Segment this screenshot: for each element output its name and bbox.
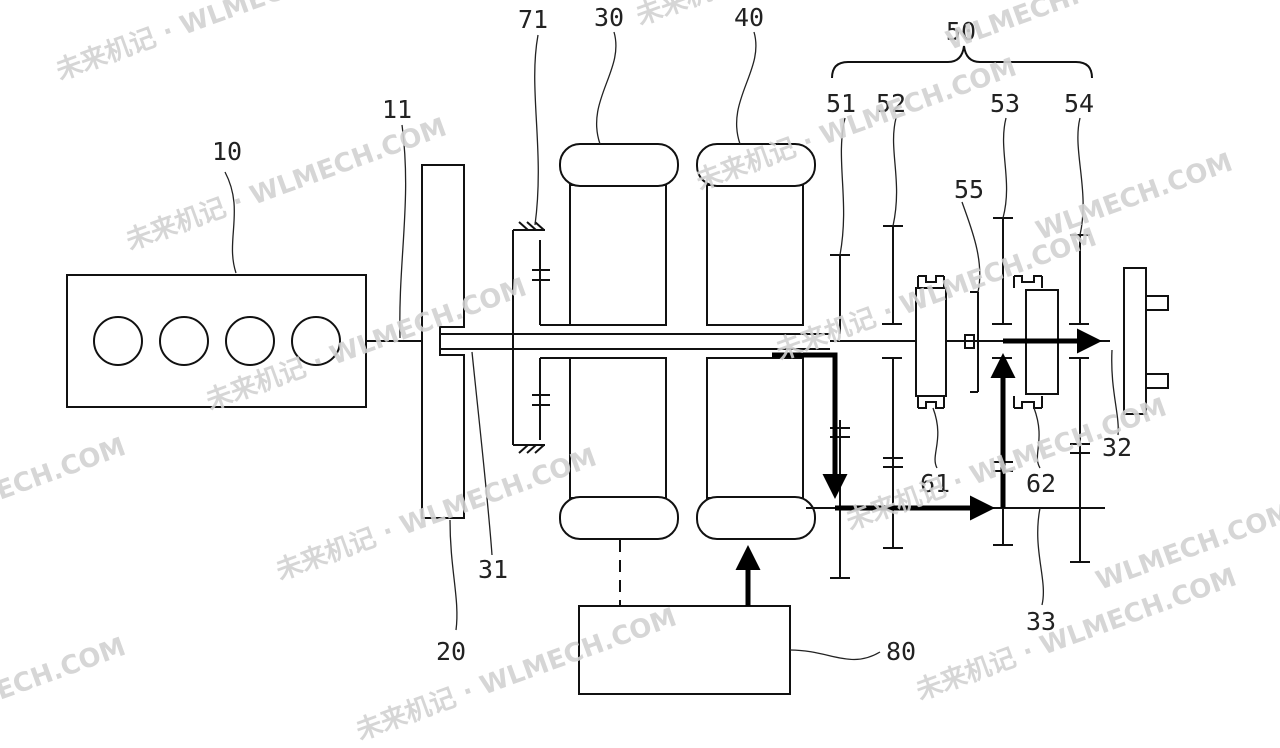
svg-text:未来机记 · WLMECH.COM: 未来机记 · WLMECH.COM <box>122 113 450 257</box>
gear-54 <box>1069 234 1090 563</box>
motor-40 <box>696 143 816 540</box>
leader-lines <box>224 31 1119 661</box>
synchronizer-61 <box>915 275 947 409</box>
brake <box>512 221 570 454</box>
svg-text:WLMECH.COM: WLMECH.COM <box>942 0 1146 57</box>
label-motor-40: 40 <box>734 3 764 32</box>
gearset-brace <box>831 45 1093 79</box>
label-gear-52: 52 <box>876 89 906 118</box>
svg-text:ECH.COM: ECH.COM <box>0 432 130 507</box>
svg-text:未来机记 · WLMECH.COM: 未来机记 · WLMECH.COM <box>52 0 380 87</box>
label-damper: 20 <box>436 637 466 666</box>
label-controller: 80 <box>886 637 916 666</box>
label-output-shaft: 32 <box>1102 433 1132 462</box>
output-flange <box>1123 267 1169 415</box>
label-sync-62: 62 <box>1026 469 1056 498</box>
label-gearset: 50 <box>946 17 976 46</box>
label-counter-shaft: 33 <box>1026 607 1056 636</box>
label-engine-shaft: 11 <box>382 95 412 124</box>
label-gear-51: 51 <box>826 89 856 118</box>
svg-text:未来机记 · WLMECH.COM: 未来机记 · WLMECH.COM <box>912 563 1240 707</box>
gear-52 <box>882 225 903 549</box>
label-gear-53: 53 <box>990 89 1020 118</box>
label-brake: 71 <box>518 5 548 34</box>
svg-text:WLMECH.COM: WLMECH.COM <box>1032 148 1236 247</box>
label-engine: 10 <box>212 137 242 166</box>
power-flow <box>735 328 1102 606</box>
label-sync-61: 61 <box>920 469 950 498</box>
svg-text:未来机记 · WLMECH.COM: 未来机记 · WLMECH.COM <box>632 0 960 32</box>
svg-text:未来机记 · WLMECH.COM: 未来机记 · WLMECH.COM <box>352 603 680 747</box>
gear-55 <box>964 291 979 393</box>
label-gear-55: 55 <box>954 175 984 204</box>
motor-30 <box>559 143 679 540</box>
svg-text:ECH.COM: ECH.COM <box>0 632 130 707</box>
label-motor-30: 30 <box>594 3 624 32</box>
damper <box>421 164 465 519</box>
svg-text:未来机记 · WLMECH.COM: 未来机记 · WLMECH.COM <box>842 393 1170 537</box>
reference-labels: 10 11 20 31 71 30 40 50 51 52 53 54 55 6… <box>212 3 1132 666</box>
label-input-shaft: 31 <box>478 555 508 584</box>
label-gear-54: 54 <box>1064 89 1094 118</box>
